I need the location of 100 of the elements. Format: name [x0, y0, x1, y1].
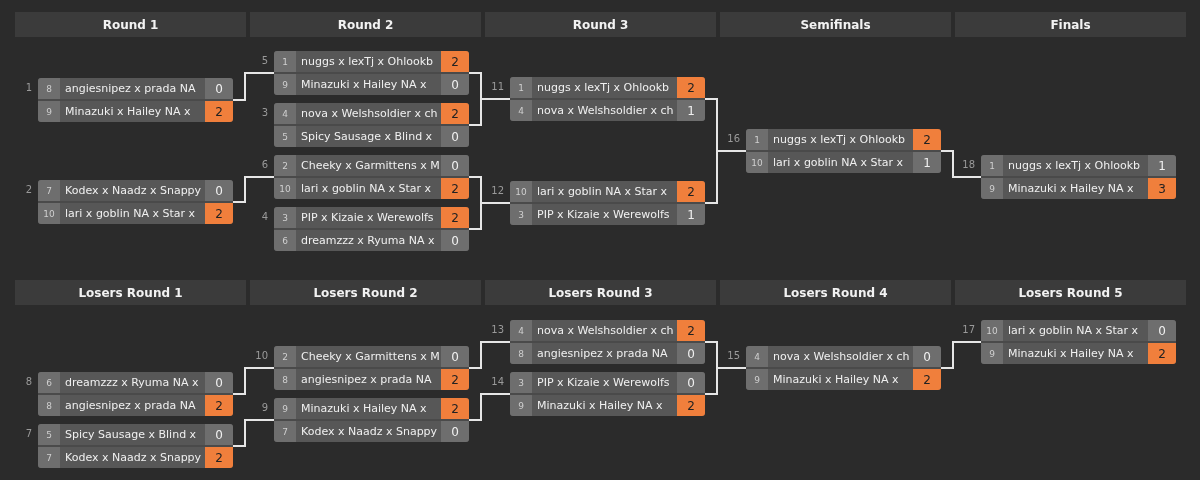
team-name: Minazuki x Hailey NA x	[296, 398, 441, 419]
match-number: 8	[24, 376, 32, 387]
match-number: 4	[260, 211, 268, 222]
team-row	[274, 346, 469, 367]
score: 0	[677, 372, 705, 393]
score: 0	[677, 343, 705, 364]
match-number: 3	[260, 107, 268, 118]
seed-number: 4	[274, 103, 296, 124]
team-row	[981, 178, 1176, 199]
score: 1	[913, 152, 941, 173]
score: 1	[677, 204, 705, 225]
team-name: angiesnipez x prada NA	[532, 343, 677, 364]
team-name: lari x goblin NA x Star x	[532, 181, 677, 202]
match-card	[38, 372, 233, 416]
seed-number: 6	[274, 230, 296, 251]
team-name: Cheeky x Garmittens x M	[296, 155, 441, 176]
score: 0	[441, 155, 469, 176]
seed-number: 4	[746, 346, 768, 367]
team-name: PIP x Kizaie x Werewolfs	[532, 372, 677, 393]
seed-number: 9	[38, 101, 60, 122]
seed-number: 9	[746, 369, 768, 390]
seed-number: 1	[746, 129, 768, 150]
score: 0	[205, 78, 233, 99]
score: 2	[677, 77, 705, 98]
seed-number: 5	[38, 424, 60, 445]
seed-number: 10	[274, 178, 296, 199]
team-row	[746, 369, 941, 390]
bracket-connector	[468, 98, 511, 126]
score: 2	[205, 101, 233, 122]
score: 0	[441, 421, 469, 442]
team-row	[274, 103, 469, 124]
bracket-connector	[940, 341, 982, 369]
round-header: Losers Round 4	[720, 280, 951, 305]
seed-number: 8	[510, 343, 532, 364]
team-name: Minazuki x Hailey NA x	[296, 74, 441, 95]
seed-number: 8	[38, 395, 60, 416]
team-name: dreamzzz x Ryuma NA x	[60, 372, 205, 393]
team-name: Spicy Sausage x Blind x	[296, 126, 441, 147]
match-card	[746, 346, 941, 390]
match-card	[510, 320, 705, 364]
team-name: nuggs x lexTj x Ohlookb	[532, 77, 677, 98]
match-card	[274, 346, 469, 390]
round-header: Round 3	[485, 12, 716, 37]
team-name: dreamzzz x Ryuma NA x	[296, 230, 441, 251]
team-name: angiesnipez x prada NA	[60, 395, 205, 416]
team-row	[38, 203, 233, 224]
round-header: Losers Round 3	[485, 280, 716, 305]
bracket-connector	[232, 419, 275, 447]
team-name: nova x Welshsoldier x ch	[296, 103, 441, 124]
team-row	[981, 155, 1176, 176]
match-card	[38, 180, 233, 224]
round-header: Losers Round 5	[955, 280, 1186, 305]
match-number: 18	[961, 159, 975, 170]
team-row	[274, 74, 469, 95]
bracket-connector	[468, 393, 511, 421]
seed-number: 4	[510, 100, 532, 121]
seed-number: 10	[981, 320, 1003, 341]
score: 0	[441, 346, 469, 367]
team-row	[274, 155, 469, 176]
score: 0	[205, 180, 233, 201]
match-number: 16	[726, 133, 740, 144]
score: 3	[1148, 178, 1176, 199]
match-number: 5	[260, 55, 268, 66]
round-header: Semifinals	[720, 12, 951, 37]
team-row	[510, 77, 705, 98]
team-row	[746, 129, 941, 150]
match-card	[38, 78, 233, 122]
team-row	[510, 320, 705, 341]
match-number: 11	[490, 81, 504, 92]
seed-number: 5	[274, 126, 296, 147]
team-row	[274, 421, 469, 442]
team-name: nuggs x lexTj x Ohlookb	[1003, 155, 1148, 176]
round-header: Round 2	[250, 12, 481, 37]
team-name: Minazuki x Hailey NA x	[1003, 343, 1148, 364]
score: 2	[441, 369, 469, 390]
team-row	[746, 346, 941, 367]
seed-number: 1	[981, 155, 1003, 176]
bracket-connector	[940, 150, 982, 178]
seed-number: 2	[274, 346, 296, 367]
match-number: 9	[260, 402, 268, 413]
score: 0	[205, 424, 233, 445]
team-name: Minazuki x Hailey NA x	[768, 369, 913, 390]
team-row	[274, 398, 469, 419]
team-row	[38, 180, 233, 201]
match-card	[510, 77, 705, 121]
team-row	[38, 372, 233, 393]
team-row	[510, 181, 705, 202]
seed-number: 8	[38, 78, 60, 99]
team-name: lari x goblin NA x Star x	[1003, 320, 1148, 341]
bracket-connector	[704, 150, 747, 204]
round-header: Finals	[955, 12, 1186, 37]
seed-number: 1	[274, 51, 296, 72]
team-row	[38, 78, 233, 99]
team-name: nuggs x lexTj x Ohlookb	[768, 129, 913, 150]
team-name: lari x goblin NA x Star x	[768, 152, 913, 173]
score: 2	[441, 51, 469, 72]
team-row	[510, 100, 705, 121]
match-card	[274, 207, 469, 251]
score: 2	[205, 395, 233, 416]
team-name: PIP x Kizaie x Werewolfs	[296, 207, 441, 228]
